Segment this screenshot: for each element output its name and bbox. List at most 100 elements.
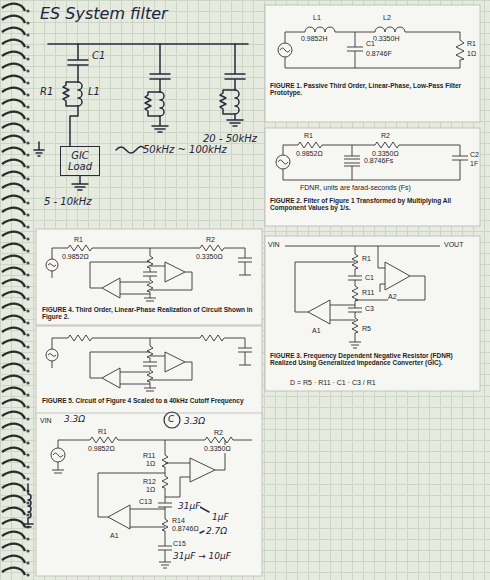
- figure1-circuit: [285, 27, 464, 68]
- binding-ring: [2, 196, 25, 203]
- pasted-paper: [36, 229, 262, 325]
- handwritten-note: 31μF → 10μF: [173, 551, 231, 561]
- pasted-paper: [36, 326, 262, 416]
- binding-ring: [2, 64, 25, 71]
- component-label: C1: [366, 40, 375, 48]
- binding-hole: [26, 225, 29, 228]
- binding-ring: [2, 112, 25, 119]
- handwritten-schematic: [145, 92, 168, 132]
- binding-ring: [2, 244, 25, 251]
- binding-ring: [2, 532, 25, 539]
- handwritten-note: 3.3Ω: [184, 416, 205, 426]
- binding-hole: [26, 81, 29, 84]
- component-label: 1Ω: [467, 50, 476, 58]
- handwritten-schematic: [34, 142, 44, 156]
- binding-hole: [26, 69, 29, 72]
- binding-ring: [2, 220, 25, 227]
- component-label: C2: [470, 151, 479, 159]
- component-label: R5: [362, 325, 371, 333]
- component-label: R11: [362, 289, 374, 297]
- pasted-paper: [265, 236, 480, 391]
- binding-hole: [26, 177, 29, 180]
- figure2-circuit: [276, 155, 290, 169]
- pasted-figure: VIN3.3ΩR10.9852ΩC3.3ΩR20.3350ΩR111ΩR121Ω…: [36, 413, 262, 576]
- binding-ring: [2, 568, 25, 575]
- binding-ring: [2, 496, 25, 503]
- binding-ring: [2, 424, 25, 431]
- handwritten-label: L1: [88, 86, 100, 98]
- component-label: VIN: [40, 417, 52, 425]
- binding-ring: [2, 400, 25, 407]
- binding-hole: [26, 45, 29, 48]
- binding-ring: [2, 352, 25, 359]
- binding-ring: [2, 148, 25, 155]
- figure3-gic-circuit: [295, 262, 355, 324]
- figure3-gic-circuit: [285, 246, 440, 348]
- scaled-circuit: [158, 440, 172, 568]
- handwritten-schematic: [200, 531, 204, 533]
- binding-ring: [2, 316, 25, 323]
- figure1-circuit: [278, 27, 464, 68]
- component-label: 1Ω: [146, 460, 155, 468]
- handwritten-schematic: [150, 44, 170, 92]
- component-label: L1: [313, 14, 321, 22]
- binding-hole: [26, 21, 29, 24]
- component-label: R2: [206, 236, 215, 244]
- binding-hole: [26, 285, 29, 288]
- binding-hole: [26, 261, 29, 264]
- figure-caption: FIGURE 1. Passive Third Order, Linear-Ph…: [270, 82, 475, 97]
- binding-hole: [26, 417, 29, 420]
- binding-hole: [26, 93, 29, 96]
- page-title: ES System filter: [40, 5, 168, 23]
- binding-hole: [26, 333, 29, 336]
- binding-ring: [2, 508, 25, 515]
- binding-ring: [2, 388, 25, 395]
- pasted-paper: [36, 413, 262, 576]
- pasted-figure: FIGURE 5. Circuit of Figure 4 Scaled to …: [36, 326, 262, 416]
- binding-hole: [26, 153, 29, 156]
- binding-ring: [2, 460, 25, 467]
- handwritten-schematic: [160, 92, 164, 116]
- binding-hole: [26, 33, 29, 36]
- handwritten-label: 50kHz ~ 100kHz: [143, 144, 227, 156]
- binding-hole: [26, 129, 29, 132]
- component-label: 0.8746Ω: [172, 525, 199, 533]
- handwritten-note: 1μF: [212, 512, 229, 522]
- binding-hole: [26, 345, 29, 348]
- binding-hole: [26, 405, 29, 408]
- binding-ring: [2, 520, 25, 527]
- component-label: L2: [383, 14, 391, 22]
- binding-ring: [2, 184, 25, 191]
- component-label: 0.8746Fs: [364, 157, 393, 165]
- binding-hole: [26, 201, 29, 204]
- component-label: 0.8746F: [366, 50, 392, 58]
- binding-ring: [2, 28, 25, 35]
- component-label: R1: [98, 428, 107, 436]
- binding-hole: [26, 273, 29, 276]
- figure4-circuit: [46, 245, 252, 301]
- handwritten-schematic: [23, 484, 33, 527]
- handwritten-note: 3.3Ω: [64, 414, 85, 424]
- binding-hole: [26, 573, 29, 576]
- handwritten-schematic: [200, 507, 209, 512]
- handwritten-schematic: [68, 44, 88, 82]
- handwritten-label: 20 - 50kHz: [203, 133, 257, 145]
- binding-hole: [26, 141, 29, 144]
- component-label: R1: [362, 255, 371, 263]
- binding-ring: [2, 340, 25, 347]
- binding-hole: [26, 189, 29, 192]
- component-label: VOUT: [444, 241, 463, 249]
- figure-caption: FIGURE 4. Third Order, Linear-Phase Real…: [42, 306, 257, 321]
- figure-caption: FIGURE 2. Filter of Figure 1 Transformed…: [270, 197, 475, 212]
- figure3-gic-circuit: [285, 246, 440, 348]
- binding-hole: [26, 249, 29, 252]
- gic-load-box: GIC Load: [60, 146, 100, 176]
- binding-ring: [2, 76, 25, 83]
- binding-hole: [26, 165, 29, 168]
- component-label: C15: [173, 540, 186, 548]
- handwritten-label: C1: [92, 50, 105, 62]
- binding-ring: [2, 364, 25, 371]
- pasted-figure: L10.9852HL20.3350HC10.8746FR11ΩFIGURE 1.…: [265, 5, 480, 122]
- binding-ring: [2, 256, 25, 263]
- component-label: A1: [312, 327, 321, 335]
